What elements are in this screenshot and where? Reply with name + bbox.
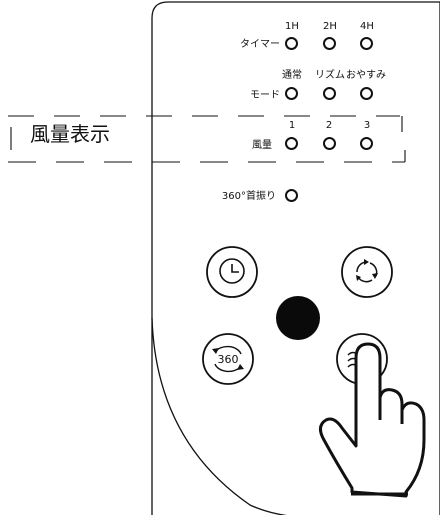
mode-led-normal xyxy=(285,87,298,100)
fan-option-3: 3 xyxy=(363,120,371,131)
mode-option-rhythm: リズム xyxy=(315,70,345,81)
swing-led xyxy=(285,189,298,202)
swing-button-text: 360 xyxy=(217,353,239,366)
timer-option-4h: 4H xyxy=(360,21,374,32)
fan-led-3 xyxy=(360,137,373,150)
timer-option-2h: 2H xyxy=(323,21,337,32)
mode-led-rhythm xyxy=(323,87,336,100)
mode-led-sleep xyxy=(360,87,373,100)
timer-led-2h xyxy=(323,37,336,50)
fan-row-label: 風量 xyxy=(252,140,272,151)
fan-option-1: 1 xyxy=(288,120,296,131)
callout-dashed-box xyxy=(8,115,406,163)
pointing-hand-icon xyxy=(319,342,426,498)
fan-led-2 xyxy=(323,137,336,150)
swing360-button[interactable] xyxy=(202,333,254,385)
fan-led-1 xyxy=(285,137,298,150)
mode-option-normal: 通常 xyxy=(282,70,302,81)
power-button xyxy=(276,296,320,340)
mode-option-sleep: おやすみ xyxy=(346,70,386,81)
timer-led-1h xyxy=(285,37,298,50)
timer-option-1h: 1H xyxy=(285,21,299,32)
timer-led-4h xyxy=(360,37,373,50)
fan-option-2: 2 xyxy=(325,120,333,131)
callout-label: 風量表示 xyxy=(30,122,110,146)
remote-bottom-curve xyxy=(151,317,288,515)
clock-icon xyxy=(219,258,245,284)
timer-row-label: タイマー xyxy=(240,39,280,50)
remote-body-outline xyxy=(151,1,440,515)
mode-row-label: モード xyxy=(250,90,280,101)
timer-button[interactable] xyxy=(206,246,258,298)
swing-label: 360°首振り xyxy=(221,191,276,202)
rotate-button[interactable] xyxy=(341,246,393,298)
